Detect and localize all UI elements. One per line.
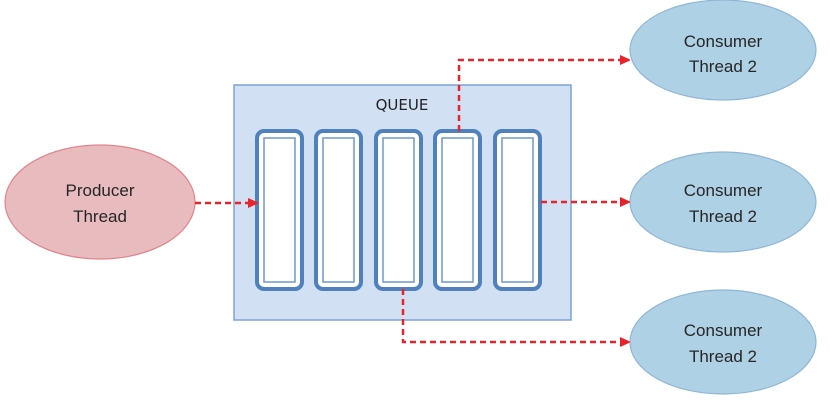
queue-slot <box>433 129 482 291</box>
consumer-1-label-line2: Thread 2 <box>689 57 757 76</box>
producer-thread-node: Producer Thread <box>4 144 196 260</box>
arrow-slot3-to-consumer-3 <box>401 289 629 342</box>
consumer-3-label-line2: Thread 2 <box>689 347 757 366</box>
producer-label-line1: Producer <box>66 181 135 200</box>
consumer-3-label-line1: Consumer <box>684 321 763 340</box>
queue-slots <box>255 129 542 291</box>
queue-slot <box>255 129 304 291</box>
consumer-2-label-line1: Consumer <box>684 181 763 200</box>
consumer-thread-node-3: Consumer Thread 2 <box>629 289 817 395</box>
consumer-thread-node-1: Consumer Thread 2 <box>629 0 817 101</box>
consumer-2-label-line2: Thread 2 <box>689 207 757 226</box>
consumer-thread-node-2: Consumer Thread 2 <box>629 151 817 253</box>
queue-slot <box>493 129 542 291</box>
producer-label-line2: Thread <box>73 207 127 226</box>
consumer-1-label-line1: Consumer <box>684 32 763 51</box>
queue-slot <box>314 129 363 291</box>
queue-label: QUEUE <box>376 96 429 114</box>
arrow-slot4-to-consumer-1 <box>457 60 629 131</box>
queue-slot <box>374 129 423 291</box>
